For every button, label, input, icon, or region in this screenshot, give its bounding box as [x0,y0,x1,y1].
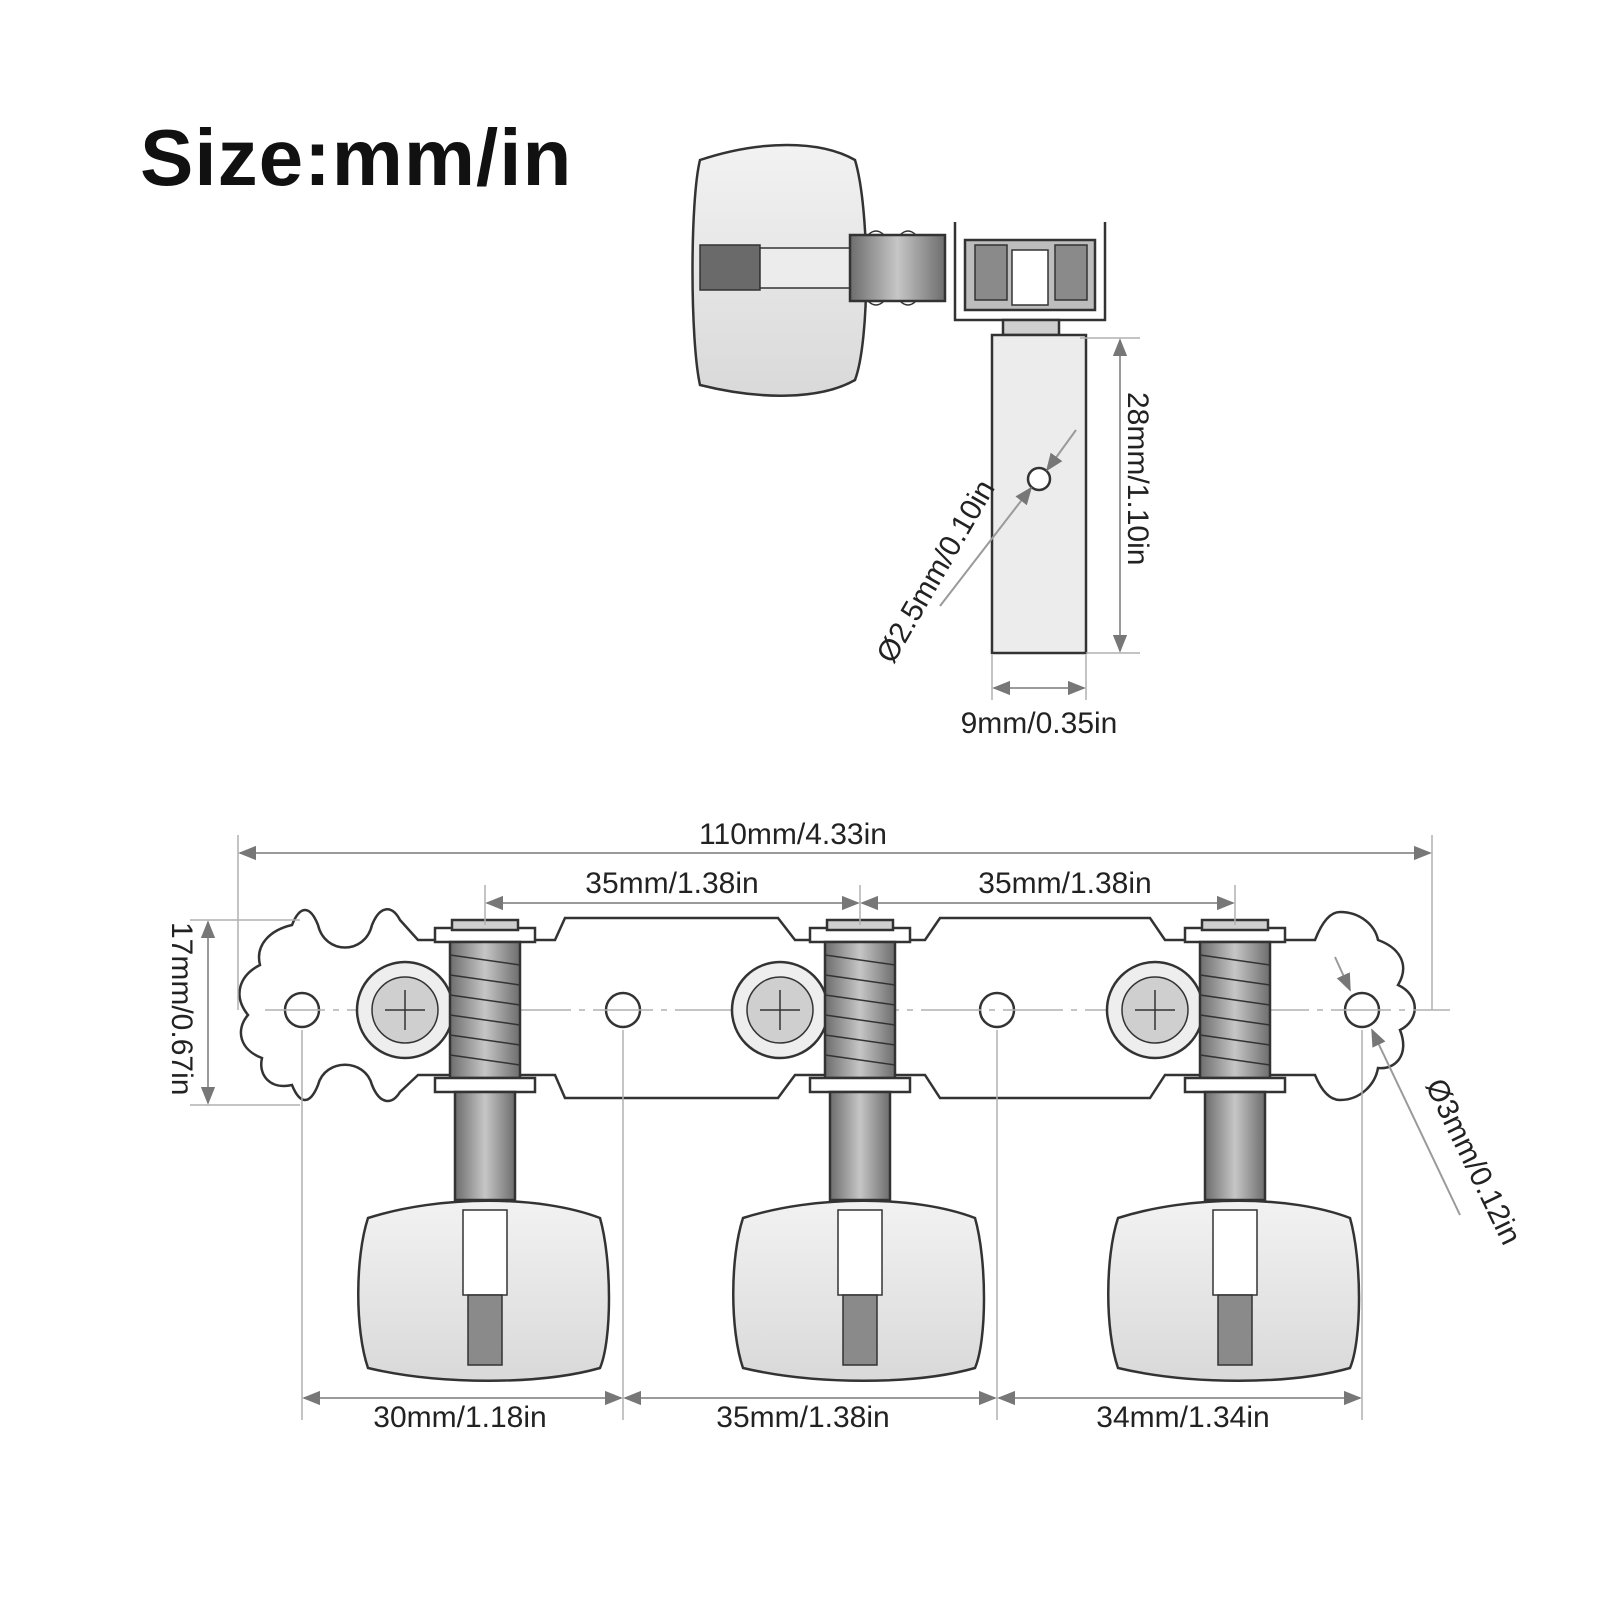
washer-bottom-3 [1183,1076,1287,1094]
bottom-left-label: 30mm/1.18in [373,1401,546,1434]
worm-1 [453,1090,517,1202]
side-gear-right [1054,244,1088,301]
tuner-unit-1 [355,918,611,1382]
overall-length-label: 110mm/4.33in [699,818,887,851]
plate-height-label: 17mm/0.67in [165,922,198,1095]
side-gear-left [974,244,1008,301]
tuner-unit-3 [1105,918,1361,1382]
hole-diameter-label: Ø2.5mm/0.10in [870,474,1001,668]
bottom-middle-label: 35mm/1.38in [716,1401,889,1434]
front-view: 110mm/4.33in 35mm/1.38in 35mm/1.38in 17m… [165,818,1527,1434]
page-title: Size:mm/in [140,113,573,202]
side-post [990,333,1088,655]
side-button-collar [699,244,761,291]
worm-2 [828,1090,892,1202]
worm-3 [1203,1090,1267,1202]
side-gear-center [1011,249,1049,306]
washer-bottom-1 [433,1076,537,1094]
side-shaft [759,247,851,289]
post-width-label: 9mm/0.35in [961,707,1118,740]
tuner-unit-2 [730,918,986,1382]
spring-2 [823,940,897,1080]
post-length-label: 28mm/1.10in [1121,392,1154,565]
side-worm [848,233,947,303]
bottom-right-label: 34mm/1.34in [1096,1401,1269,1434]
spring-1 [448,940,522,1080]
spring-3 [1198,940,1272,1080]
spacing-right-label: 35mm/1.38in [978,867,1151,900]
side-view: 28mm/1.10in Ø2.5mm/0.10in 9mm/0.35in [691,143,1154,740]
washer-bottom-2 [808,1076,912,1094]
side-post-hole [1026,466,1052,492]
side-post-neck [1001,318,1061,337]
spacing-left-label: 35mm/1.38in [585,867,758,900]
